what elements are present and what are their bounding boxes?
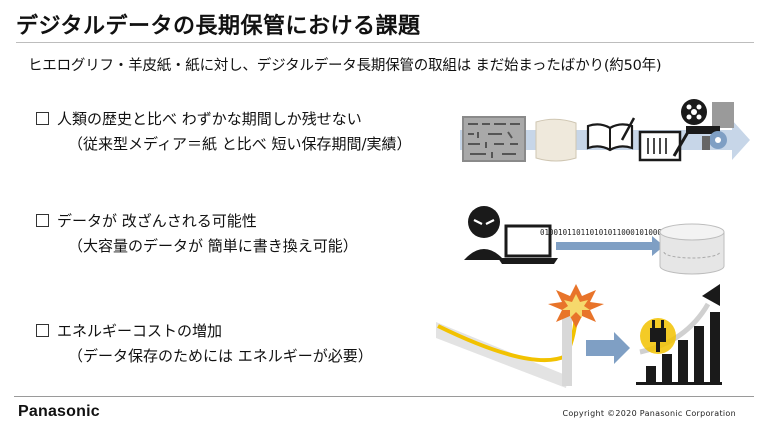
hieroglyph-tablet-icon bbox=[462, 116, 526, 162]
explosion-icon bbox=[548, 284, 604, 328]
slide-subtitle: ヒエログリフ・羊皮紙・紙に対し、デジタルデータ長期保管の取組は まだ始まったばか… bbox=[28, 58, 662, 74]
laptop-icon bbox=[498, 224, 558, 264]
hacker-icon bbox=[464, 206, 504, 260]
copyright-text: Copyright ©2020 Panasonic Corporation bbox=[562, 409, 736, 418]
media-history-illustration bbox=[460, 99, 750, 162]
issue-1: 人類の歴史と比べ わずかな期間しか残せない （従来型メディア＝紙 と比べ 短い保… bbox=[36, 108, 412, 154]
data-tampering-illustration: 010010110110101011000101000010000 bbox=[464, 206, 725, 275]
title-divider bbox=[16, 42, 754, 43]
panasonic-logo: Panasonic bbox=[18, 403, 100, 420]
checkbox-bullet-icon bbox=[36, 214, 49, 227]
issue-2: データが 改ざんされる可能性 （大容量のデータが 簡単に書き換え可能） bbox=[36, 210, 358, 256]
issue-3-main: エネルギーコストの増加 bbox=[57, 322, 223, 340]
checkbox-bullet-icon bbox=[36, 112, 49, 125]
issue-3: エネルギーコストの増加 （データ保存のためには エネルギーが必要） bbox=[36, 320, 373, 366]
database-icon bbox=[659, 223, 725, 275]
power-plug-icon bbox=[640, 318, 676, 354]
film-reel-icon bbox=[681, 99, 734, 150]
issue-2-sub: （大容量のデータが 簡単に書き換え可能） bbox=[68, 237, 358, 255]
issue-1-sub: （従来型メディア＝紙 と比べ 短い保存期間/実績） bbox=[68, 135, 412, 153]
issue-3-sub: （データ保存のためには エネルギーが必要） bbox=[68, 347, 373, 365]
issue-1-main: 人類の歴史と比べ わずかな期間しか残せない bbox=[57, 110, 362, 128]
right-arrow-icon bbox=[586, 332, 630, 364]
data-transfer-arrow bbox=[556, 236, 664, 256]
slide-title: デジタルデータの長期保管における課題 bbox=[16, 14, 421, 39]
footer-divider bbox=[14, 396, 754, 397]
binary-data-text: 010010110110101011000101000010000 bbox=[540, 228, 689, 237]
rising-energy-graph bbox=[436, 309, 578, 388]
parchment-icon bbox=[535, 118, 577, 162]
book-icon bbox=[586, 117, 636, 152]
issue-2-main: データが 改ざんされる可能性 bbox=[57, 212, 257, 230]
tape-reader-icon bbox=[638, 130, 690, 162]
checkbox-bullet-icon bbox=[36, 324, 49, 337]
energy-cost-illustration bbox=[436, 284, 722, 388]
